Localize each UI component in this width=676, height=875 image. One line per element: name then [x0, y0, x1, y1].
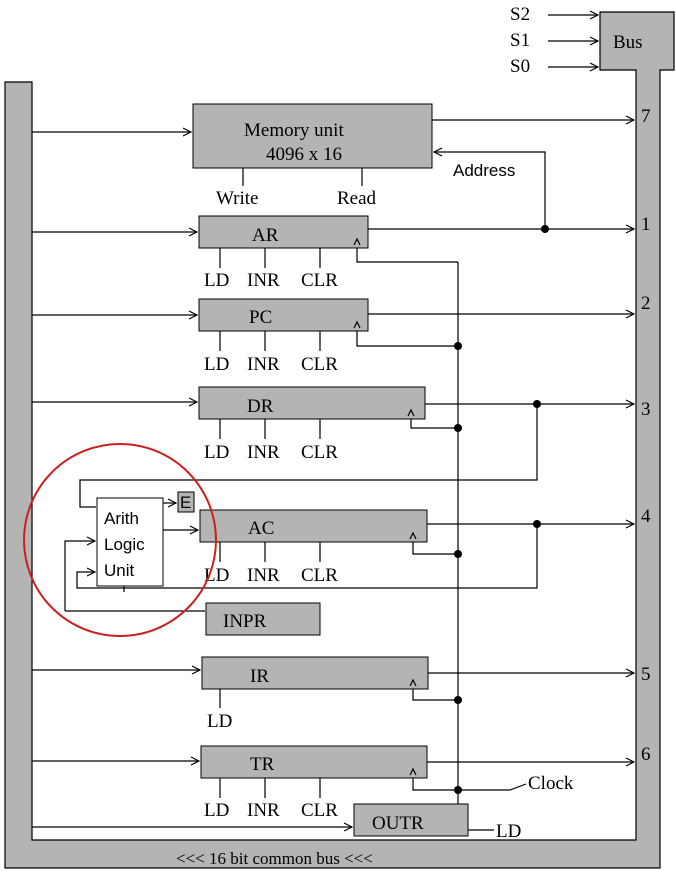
select-lines: S2 S1 S0: [510, 4, 598, 77]
common-bus: [4, 11, 675, 869]
register-outr-label: OUTR: [372, 813, 424, 834]
select-s1: S1: [510, 30, 530, 51]
memory-unit: Memory unit 4096 x 16 Write Read Address…: [32, 103, 651, 233]
bus-index-4: 4: [641, 506, 651, 527]
register-tr: TR Clock LD INR CLR 6: [32, 744, 651, 821]
bus-index-1: 1: [641, 214, 651, 235]
pc-clr: CLR: [301, 354, 338, 375]
memory-address-label: Address: [453, 161, 515, 180]
bus-index-2: 2: [641, 293, 651, 314]
bus-index-3: 3: [641, 399, 651, 420]
alu: Arith Logic Unit E: [64, 491, 541, 612]
bus-caption: <<< 16 bit common bus <<<: [176, 849, 373, 868]
memory-title: Memory unit: [244, 120, 344, 141]
register-ac-label: AC: [248, 518, 274, 539]
register-ir-label: IR: [250, 666, 269, 687]
select-s0: S0: [510, 56, 530, 77]
dr-clr: CLR: [301, 442, 338, 463]
memory-write-label: Write: [216, 188, 259, 209]
tr-ld: LD: [204, 800, 229, 821]
select-s2: S2: [510, 4, 530, 25]
register-ar: AR LD INR CLR 1: [32, 214, 651, 291]
e-label: E: [180, 493, 191, 512]
register-ar-label: AR: [252, 225, 279, 246]
ar-inr: INR: [247, 270, 280, 291]
register-tr-label: TR: [250, 754, 275, 775]
ac-inr: INR: [247, 565, 280, 586]
memory-size: 4096 x 16: [266, 144, 342, 165]
register-outr: OUTR LD: [32, 803, 521, 842]
alu-line-1: Arith: [104, 509, 139, 528]
register-dr-label: DR: [247, 396, 274, 417]
clock-label: Clock: [528, 773, 574, 794]
outr-ld: LD: [496, 821, 521, 842]
register-inpr-label: INPR: [223, 611, 267, 632]
ar-clr: CLR: [301, 270, 338, 291]
register-ac: AC LD INR CLR 4: [199, 506, 651, 586]
register-ir: IR LD 5: [32, 656, 651, 732]
bus-label: Bus: [613, 32, 643, 53]
bus-index-5: 5: [641, 664, 651, 685]
register-pc: PC LD INR CLR 2: [32, 293, 651, 375]
register-pc-label: PC: [249, 307, 272, 328]
register-inpr: INPR: [205, 602, 321, 636]
ar-ld: LD: [204, 270, 229, 291]
alu-line-2: Logic: [104, 535, 145, 554]
pc-inr: INR: [247, 354, 280, 375]
tr-clr: CLR: [301, 800, 338, 821]
e-flipflop: [177, 491, 195, 513]
pc-ld: LD: [204, 354, 229, 375]
ac-clr: CLR: [301, 565, 338, 586]
dr-ld: LD: [204, 442, 229, 463]
bus-index-7: 7: [641, 106, 651, 127]
tr-inr: INR: [247, 800, 280, 821]
alu-line-3: Unit: [104, 561, 135, 580]
ac-ld: LD: [204, 565, 229, 586]
ir-ld: LD: [207, 711, 232, 732]
bus-index-6: 6: [641, 744, 651, 765]
alu-highlight-circle: [23, 443, 217, 637]
register-dr: DR LD INR CLR 3: [32, 386, 651, 508]
dr-inr: INR: [247, 442, 280, 463]
memory-read-label: Read: [337, 188, 377, 209]
